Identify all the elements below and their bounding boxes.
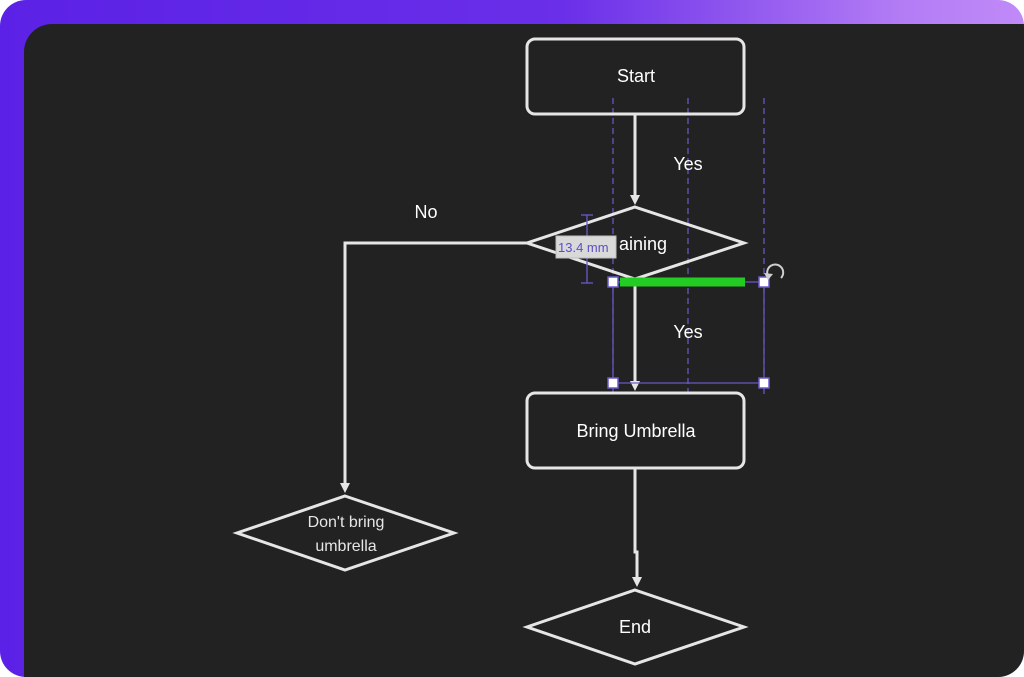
node-end[interactable]: End <box>522 588 749 666</box>
node-bring-umbrella[interactable]: Bring Umbrella <box>525 391 746 470</box>
diagram-canvas[interactable] <box>24 24 1024 677</box>
connector-raining-no[interactable] <box>340 241 527 493</box>
resize-handle-bottom-right[interactable] <box>758 377 770 389</box>
connector-bring-to-end[interactable] <box>632 468 642 587</box>
node-start[interactable]: Start <box>525 37 746 116</box>
resize-handle-bottom-left[interactable] <box>607 377 619 389</box>
dimension-readout-text: 13.4 mm <box>558 240 609 255</box>
node-dont-bring-umbrella[interactable]: Don't bring umbrella <box>232 494 459 572</box>
edge-label-raining-yes: Yes <box>673 322 702 342</box>
node-start-label: Start <box>617 66 655 86</box>
node-raining-label: aining <box>619 234 667 254</box>
edge-label-raining-no: No <box>414 202 437 222</box>
node-dont-bring-label-line1: Don't bring <box>308 514 385 531</box>
resize-handle-top-left[interactable] <box>607 276 619 288</box>
node-end-label: End <box>619 617 651 637</box>
node-bring-umbrella-label: Bring Umbrella <box>576 421 696 441</box>
connectors <box>340 114 642 587</box>
dimension-readout: 13.4 mm <box>555 235 617 259</box>
selection-box[interactable] <box>607 263 785 389</box>
edge-label-start-yes: Yes <box>673 154 702 174</box>
node-dont-bring-label-line2: umbrella <box>315 538 376 555</box>
rotate-handle-icon[interactable] <box>764 263 785 280</box>
resize-handle-top-right[interactable] <box>758 276 770 288</box>
